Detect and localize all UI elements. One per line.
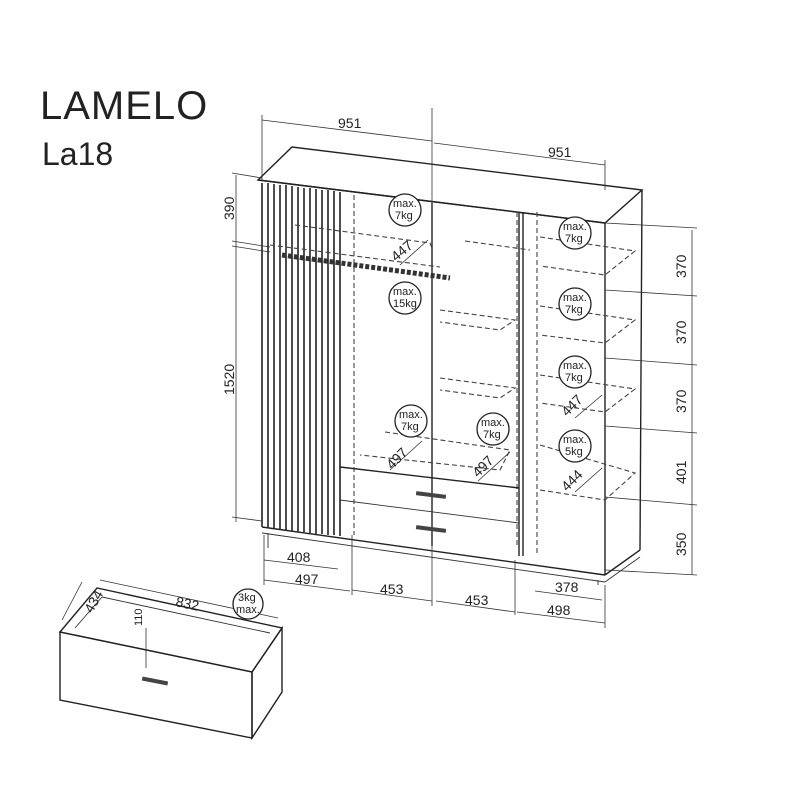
dim-rail-shelf-depth: 447 [388,237,416,264]
hanging-rail [281,252,451,281]
svg-text:max.: max. [481,417,505,429]
load-badge-rail: max. 15kg [388,281,422,315]
top-dimensions: 951 951 [261,108,606,203]
drawer-load-label: max. [236,604,260,616]
svg-text:max.: max. [399,409,423,421]
dim-right-inner: 378 [555,579,579,595]
dim-left-top-height: 390 [221,196,237,220]
dim-drawer-top-right-depth: 497 [469,452,497,480]
svg-text:max.: max. [393,198,417,210]
svg-text:7kg: 7kg [565,233,583,245]
dim-drawer-top-left-depth: 497 [383,444,411,472]
bottom-dimensions: 408 497 453 453 378 498 [263,535,606,628]
dim-right-height-3: 370 [673,389,689,413]
svg-text:15kg: 15kg [393,298,417,310]
dim-middle-right: 453 [465,592,489,608]
load-badge-mid-right: max. 7kg [476,412,510,446]
load-badge-right-1: max. 7kg [558,216,592,250]
load-badge-mid-left: max. 7kg [394,404,428,438]
drawer-load-value: 3kg [238,592,256,604]
right-dimensions: 370 370 370 401 350 [604,222,698,576]
shelves [269,224,637,501]
model-code: La18 [42,136,114,172]
dim-right-height-1: 370 [673,254,689,278]
svg-text:7kg: 7kg [395,210,413,222]
dim-middle-left: 453 [380,581,404,597]
svg-text:7kg: 7kg [565,304,583,316]
drawer-height: 110 [133,608,145,626]
drawer-front [59,631,253,739]
svg-text:max.: max. [563,434,587,446]
dim-right-height-2: 370 [673,320,689,344]
dim-right-section: 498 [547,602,571,618]
dim-right-shelf-depth: 447 [558,391,586,419]
load-badge-top-shelf: max. 7kg [388,193,422,227]
dim-top-left-width: 951 [338,115,362,131]
svg-text:5kg: 5kg [565,446,583,458]
svg-text:max.: max. [563,292,587,304]
wardrobe-body [256,146,644,585]
drawer-detail: 434 832 110 3kg max. [58,579,284,741]
lamella-panel [261,183,341,536]
drawer-depth: 434 [81,587,107,615]
svg-text:max.: max. [393,286,417,298]
dim-right-bottom-shelf-depth: 444 [558,466,586,494]
dim-lamella-width: 408 [287,549,311,565]
drawer-width: 832 [174,593,200,614]
left-dimensions: 390 1520 [221,172,271,522]
svg-text:7kg: 7kg [565,372,583,384]
dim-top-right-width: 951 [548,144,572,160]
svg-text:max.: max. [563,221,587,233]
dim-left-section: 497 [295,571,319,587]
drawer-handle-upper[interactable] [415,491,447,499]
dim-left-main-height: 1520 [221,364,237,395]
load-badge-right-4: max. 5kg [558,429,592,463]
drawer-detail-handle [141,676,169,686]
svg-text:7kg: 7kg [401,421,419,433]
svg-text:7kg: 7kg [483,429,501,441]
svg-text:max.: max. [563,360,587,372]
product-title: LAMELO [40,84,209,128]
dim-right-height-4: 401 [673,460,689,484]
load-badge-right-3: max. 7kg [558,355,592,389]
load-badge-right-2: max. 7kg [558,287,592,321]
drawer-side [251,625,283,741]
dim-right-height-5: 350 [673,532,689,556]
drawer-handle-lower[interactable] [415,525,447,533]
